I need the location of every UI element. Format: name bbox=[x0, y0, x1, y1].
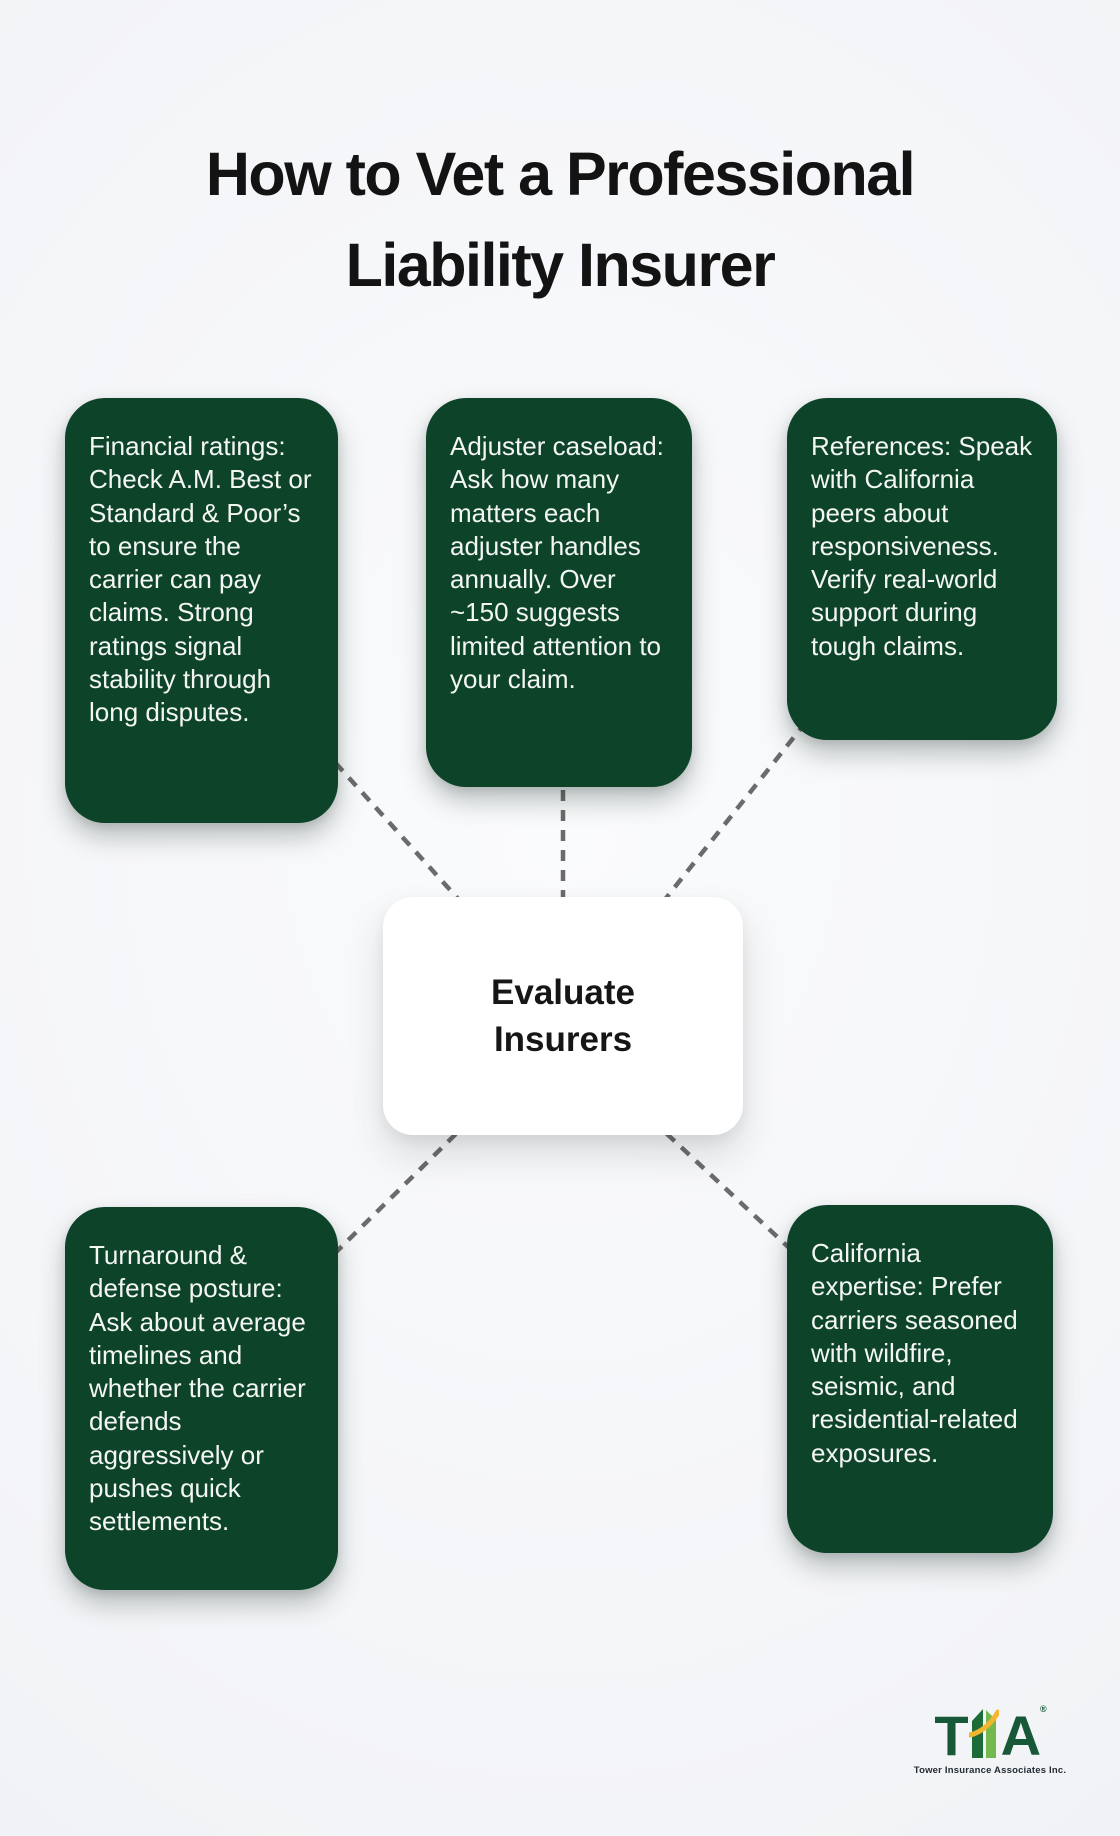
card-california-expertise-text: California expertise: Prefer carriers se… bbox=[811, 1238, 1018, 1468]
center-node-evaluate-insurers: Evaluate Insurers bbox=[383, 897, 743, 1135]
tia-logo-company-name: Tower Insurance Associates Inc. bbox=[913, 1765, 1067, 1776]
card-financial-ratings-text: Financial ratings: Check A.M. Best or St… bbox=[89, 431, 312, 728]
connector-references-to-center bbox=[653, 720, 808, 914]
tia-logo: T A ® Tower Insurance Associates Inc. bbox=[888, 1704, 1092, 1776]
card-turnaround-defense-posture: Turnaround & defense posture: Ask about … bbox=[65, 1207, 338, 1590]
page-title: How to Vet a Professional Liability Insu… bbox=[0, 129, 1120, 312]
card-financial-ratings: Financial ratings: Check A.M. Best or St… bbox=[65, 398, 338, 823]
registered-trademark-icon: ® bbox=[1040, 1704, 1047, 1714]
page-title-line1: How to Vet a Professional bbox=[205, 139, 916, 208]
tia-logo-tower-icon bbox=[968, 1709, 999, 1758]
card-adjuster-caseload-text: Adjuster caseload: Ask how many matters … bbox=[450, 431, 664, 694]
tia-logo-letter-t: T bbox=[934, 1704, 968, 1768]
card-turnaround-defense-posture-text: Turnaround & defense posture: Ask about … bbox=[89, 1240, 306, 1537]
center-node-label: Evaluate Insurers bbox=[491, 972, 635, 1059]
connector-center-to-california bbox=[650, 1118, 802, 1260]
card-california-expertise: California expertise: Prefer carriers se… bbox=[787, 1205, 1053, 1553]
connector-center-to-turnaround bbox=[324, 1118, 472, 1264]
card-references: References: Speak with California peers … bbox=[787, 398, 1057, 740]
card-adjuster-caseload: Adjuster caseload: Ask how many matters … bbox=[426, 398, 692, 787]
connector-financial-to-center bbox=[320, 746, 472, 914]
page-title-line2: Liability Insurer bbox=[345, 231, 776, 300]
tia-logo-letter-a: A bbox=[1000, 1704, 1041, 1768]
tia-logo-letters: T A ® bbox=[888, 1704, 1092, 1768]
card-references-text: References: Speak with California peers … bbox=[811, 431, 1033, 661]
